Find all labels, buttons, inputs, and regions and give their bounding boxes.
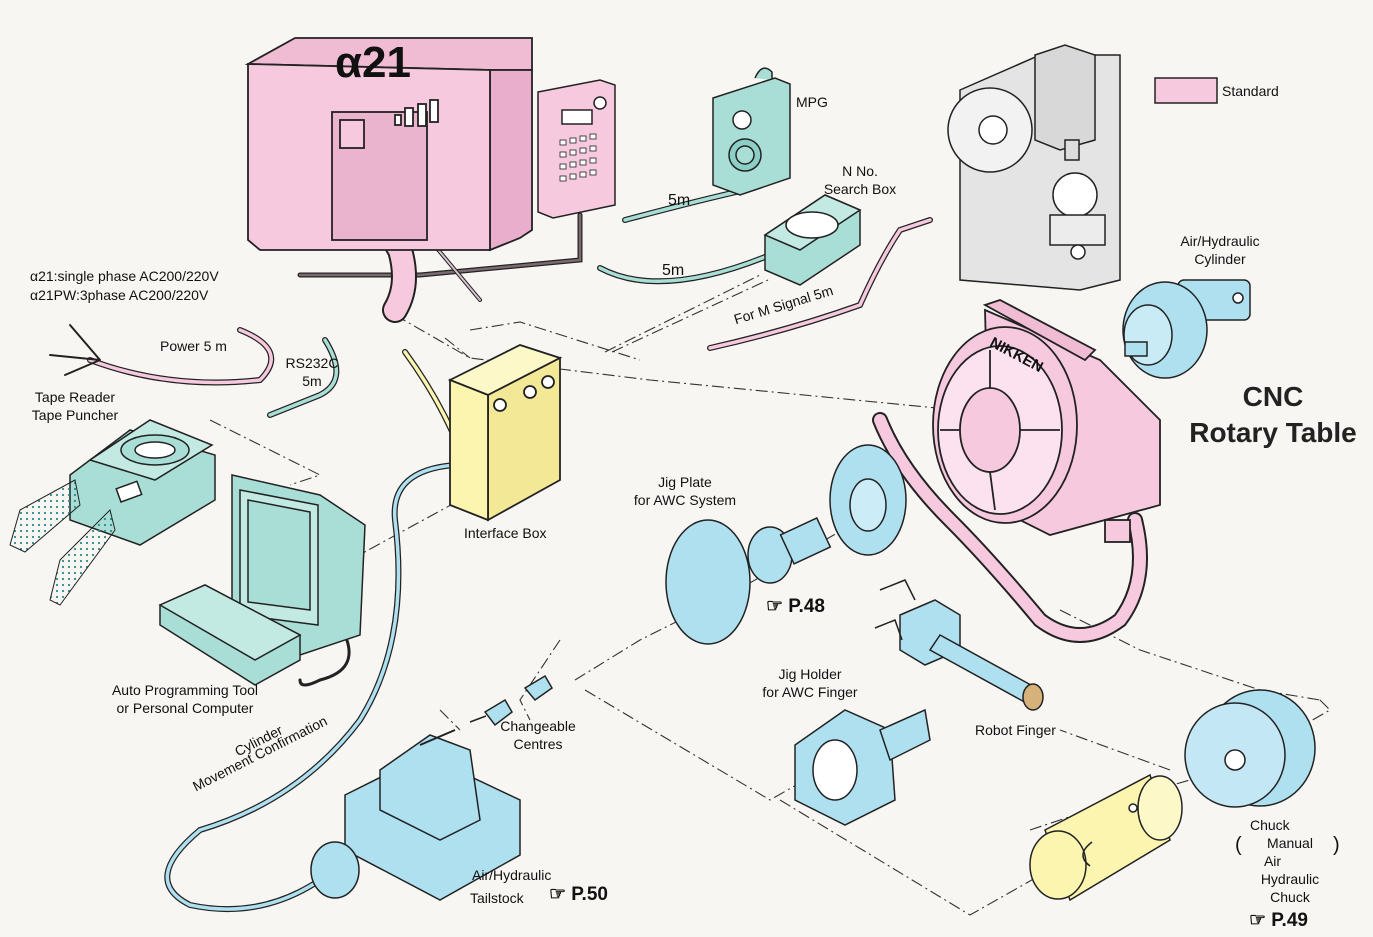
chuck-bracket-right: ) bbox=[1333, 835, 1340, 855]
legend-swatch bbox=[1155, 78, 1217, 103]
power-spec-line-2: α21PW:3phase AC200/220V bbox=[30, 287, 208, 304]
tailstock-page-ref[interactable]: ☞ P.50 bbox=[549, 886, 608, 903]
tailstock-label-2: Tailstock bbox=[470, 890, 524, 907]
chuck-label: Chuck bbox=[1250, 817, 1290, 834]
cnc-title-line-2: Rotary Table bbox=[1178, 416, 1368, 450]
jig-plate-label-1: Jig Plate bbox=[620, 474, 750, 491]
auto-programming-label-2: or Personal Computer bbox=[90, 700, 280, 717]
air-hydraulic-cylinder bbox=[1123, 280, 1250, 378]
auto-programming-label-1: Auto Programming Tool bbox=[90, 682, 280, 699]
chuck-chuck-label: Chuck bbox=[1250, 889, 1330, 906]
tailstock-label-1: Air/Hydraulic bbox=[472, 867, 551, 884]
nno-label-1: N No. bbox=[815, 163, 905, 180]
cylinder-label-1: Air/Hydraulic bbox=[1160, 233, 1280, 250]
rs232c-label-1: RS232C bbox=[282, 355, 342, 372]
power-spec-line-1: α21:single phase AC200/220V bbox=[30, 268, 219, 285]
jig-holder-shape bbox=[795, 710, 930, 825]
mpg-label: MPG bbox=[796, 94, 828, 111]
mpg-unit bbox=[713, 68, 790, 195]
chuck-manual-label: Manual bbox=[1250, 835, 1330, 852]
chuck-hydraulic-label: Hydraulic bbox=[1250, 871, 1330, 888]
mpg-cable-label: 5m bbox=[668, 192, 690, 209]
nno-label-2: Search Box bbox=[815, 181, 905, 198]
nno-search-box bbox=[765, 195, 860, 285]
changeable-centres-label-1: Changeable bbox=[498, 718, 578, 735]
interface-box-shape bbox=[450, 345, 560, 520]
cnc-title-line-1: CNC bbox=[1178, 380, 1368, 414]
tape-reader bbox=[70, 420, 215, 545]
chuck-air-label: Air bbox=[1250, 853, 1295, 870]
power-cable-label: Power 5 m bbox=[160, 338, 227, 355]
nno-cable-label: 5m bbox=[662, 262, 684, 279]
chuck-shape bbox=[1185, 690, 1315, 807]
robot-finger-label: Robot Finger bbox=[975, 722, 1056, 739]
legend-label: Standard bbox=[1222, 83, 1279, 100]
jig-plate-page-ref[interactable]: ☞ P.48 bbox=[766, 598, 825, 615]
pendant bbox=[538, 80, 615, 218]
rs232c-label-2: 5m bbox=[282, 373, 342, 390]
jig-plate-label-2: for AWC System bbox=[620, 492, 750, 509]
interface-box-label: Interface Box bbox=[464, 525, 547, 542]
jig-holder-label-1: Jig Holder bbox=[740, 666, 880, 683]
tape-label-2: Tape Puncher bbox=[20, 407, 130, 424]
controller-title: α21 bbox=[335, 38, 411, 88]
tape-label-1: Tape Reader bbox=[20, 389, 130, 406]
jig-holder-label-2: for AWC Finger bbox=[740, 684, 880, 701]
workpiece-shape bbox=[1030, 775, 1182, 900]
chuck-page-ref[interactable]: ☞ P.49 bbox=[1249, 912, 1308, 929]
machining-centre bbox=[948, 45, 1120, 290]
chuck-bracket-left: ( bbox=[1235, 835, 1242, 855]
changeable-centres-label-2: Centres bbox=[498, 736, 578, 753]
cylinder-label-2: Cylinder bbox=[1160, 251, 1280, 268]
